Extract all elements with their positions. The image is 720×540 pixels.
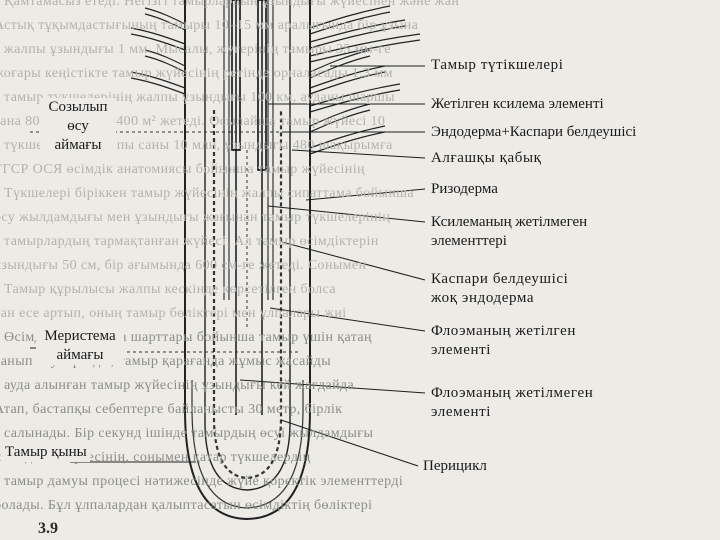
background-text-line: тамыр дамуы процесі нәтижесінде жүйе қор… xyxy=(4,474,720,490)
label-meristema-line2: аймағы xyxy=(39,346,121,365)
background-text-line: ұзындығы 50 см, бір ағымында 600 см-ге ж… xyxy=(0,258,714,274)
label-floema-zhetilmegen-line1: Флоэманың жетілмеген xyxy=(431,384,593,403)
label-ksilema-zhetilmegen-line1: Ксилеманың жетілмеген xyxy=(431,213,587,232)
background-text-line: тан есе артып, оның тамыр бөліктері мен … xyxy=(0,306,714,322)
label-meristema-line1: Меристема xyxy=(39,327,121,346)
background-text-line: Атап, бастапқы себептерге байланысты 30 … xyxy=(0,402,714,418)
label-tamyr-kyny: Тамыр қыны xyxy=(2,443,90,462)
label-floema-zhetilmegen-line2: элементі xyxy=(431,403,593,422)
label-floema-zhetilmegen: Флоэманың жетілмеген элементі xyxy=(428,384,596,422)
label-kaspari-zhok-line2: жоқ эндодерма xyxy=(431,289,568,308)
label-rizoderma: Ризодерма xyxy=(428,180,501,199)
background-text-line: өсу жылдамдығы мен ұзындығы жағынан тамы… xyxy=(0,210,714,226)
background-text-line: жалпы ұзындығы 1 мм. Мысалы, жүгерінің т… xyxy=(4,42,720,58)
background-text-line: Қамтамасыз етеді. Негізгі тамырлардың ұз… xyxy=(4,0,720,10)
label-kaspari-zhok-line1: Каспари белдеушісі xyxy=(431,270,568,289)
label-endoderma-kaspari: Эндодерма+Каспари белдеушісі xyxy=(428,123,639,142)
label-ksilema-zhetilmegen-line2: элементтері xyxy=(431,232,587,251)
label-sozylyp-osu-line2: өсу xyxy=(43,117,113,136)
label-sozylyp-osu: Созылып өсу аймағы xyxy=(40,98,116,155)
background-text-line: тамырлардың тармақтанған жүйесі. Ал тамы… xyxy=(4,234,720,250)
background-text-line: салынады. Бір секунд ішінде тамырдың өсу… xyxy=(4,426,720,442)
label-meristema: Меристема аймағы xyxy=(36,327,124,365)
label-kaspari-zhok: Каспари белдеушісі жоқ эндодерма xyxy=(428,270,571,308)
label-algashky-kabyk: Алғашқы қабық xyxy=(428,149,545,168)
label-peritsikl: Перицикл xyxy=(420,457,490,476)
background-text-line: ГГСР ОСЯ өсімдік анатомиясы бойынша тамы… xyxy=(0,162,714,178)
label-ksilema-zhetilmegen: Ксилеманың жетілмеген элементтері xyxy=(428,213,590,251)
background-text-line: Астық тұқымдастығының тамыры 10–15 мм ар… xyxy=(0,18,714,34)
background-text-line: жоғары кеңістікте тамыр жүйесінің ретінд… xyxy=(0,66,714,82)
label-tamyr-tutikshelerі: Тамыр түтікшелері xyxy=(428,56,567,75)
background-text-line: Тамыр құрылысы жалпы кескінде көрсетілге… xyxy=(4,282,720,298)
label-sozylyp-osu-line1: Созылып xyxy=(43,98,113,117)
label-floema-zhetilgen-line1: Флоэманың жетілген xyxy=(431,322,576,341)
background-text-line: ауда алынған тамыр жүйесінің ұзындығы ке… xyxy=(4,378,720,394)
label-floema-zhetilgen: Флоэманың жетілген элементі xyxy=(428,322,579,360)
label-floema-zhetilgen-line2: элементі xyxy=(431,341,576,360)
background-text-line: ұзындығы жүйесінің, сонымен қатар түкшел… xyxy=(0,450,714,466)
label-sozylyp-osu-line3: аймағы xyxy=(43,136,113,155)
background-text-line: болады. Бұл ұлпалардан қалыптасатын өсім… xyxy=(0,498,714,514)
figure-number: 3.9 xyxy=(38,520,58,538)
background-text-line: Түкшелері біріккен тамыр жүйесінің жалпы… xyxy=(4,186,720,202)
label-zhetilgen-ksilema: Жетілген ксилема элементі xyxy=(428,95,607,114)
